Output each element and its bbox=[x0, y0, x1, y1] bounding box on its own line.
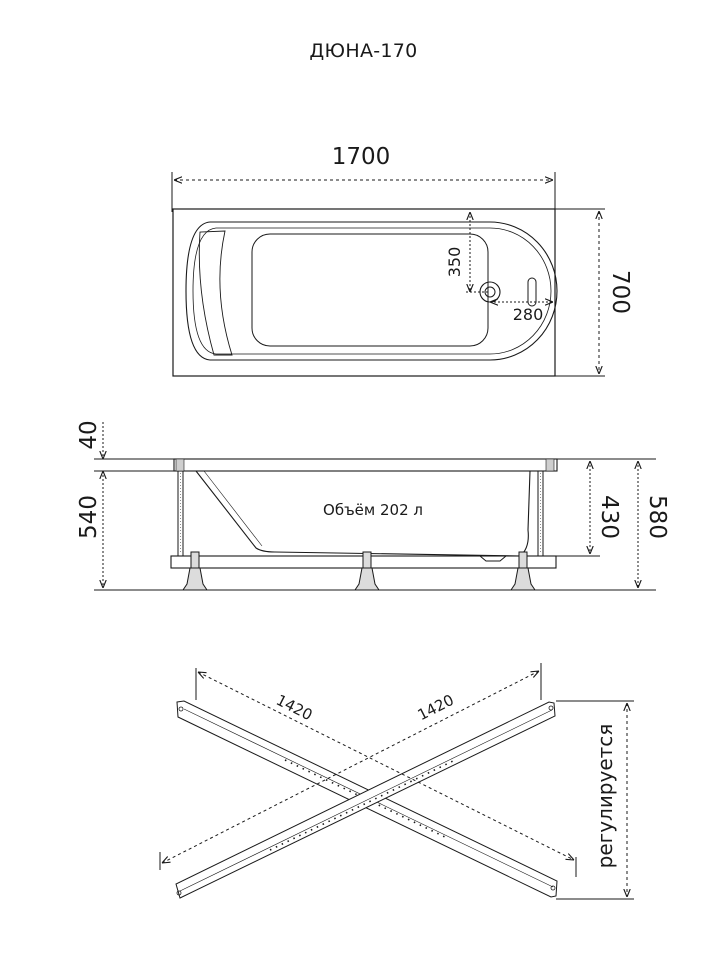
tub-outer-rim bbox=[172, 208, 556, 377]
diag-dim-a bbox=[198, 672, 574, 860]
bowl-profile bbox=[195, 470, 531, 557]
product-title: ДЮНА-170 bbox=[309, 40, 418, 62]
tub-rim-side bbox=[173, 458, 558, 472]
backrest bbox=[198, 230, 233, 356]
overflow-slot bbox=[527, 277, 537, 307]
adjustable-legs bbox=[182, 551, 536, 591]
rim-height-label: 40 bbox=[76, 420, 102, 449]
top-view: 1700 350 280 700 bbox=[171, 144, 633, 377]
diag-dim-b bbox=[162, 671, 539, 863]
side-view: Объём 202 л 40 540 430 580 bbox=[76, 420, 670, 591]
frame-view: 1420 1420 регулируется bbox=[159, 663, 634, 900]
length-label: 1700 bbox=[332, 144, 391, 170]
tub-inner-bowl bbox=[185, 221, 558, 361]
volume-label: Объём 202 л bbox=[323, 501, 423, 519]
drain-inner bbox=[484, 286, 496, 298]
support-rods bbox=[177, 471, 544, 556]
diag-label-b: 1420 bbox=[415, 691, 457, 724]
total-height-label: 580 bbox=[644, 495, 670, 539]
drain-distance-350: 350 bbox=[445, 247, 464, 278]
width-label: 700 bbox=[607, 270, 633, 314]
floor-height-label: 540 bbox=[76, 495, 102, 539]
tub-floor bbox=[251, 233, 489, 347]
diag-label-a: 1420 bbox=[273, 691, 315, 724]
drain-distance-280: 280 bbox=[513, 305, 544, 324]
inner-depth-label: 430 bbox=[596, 495, 622, 539]
adjustable-label: регулируется bbox=[593, 724, 617, 869]
